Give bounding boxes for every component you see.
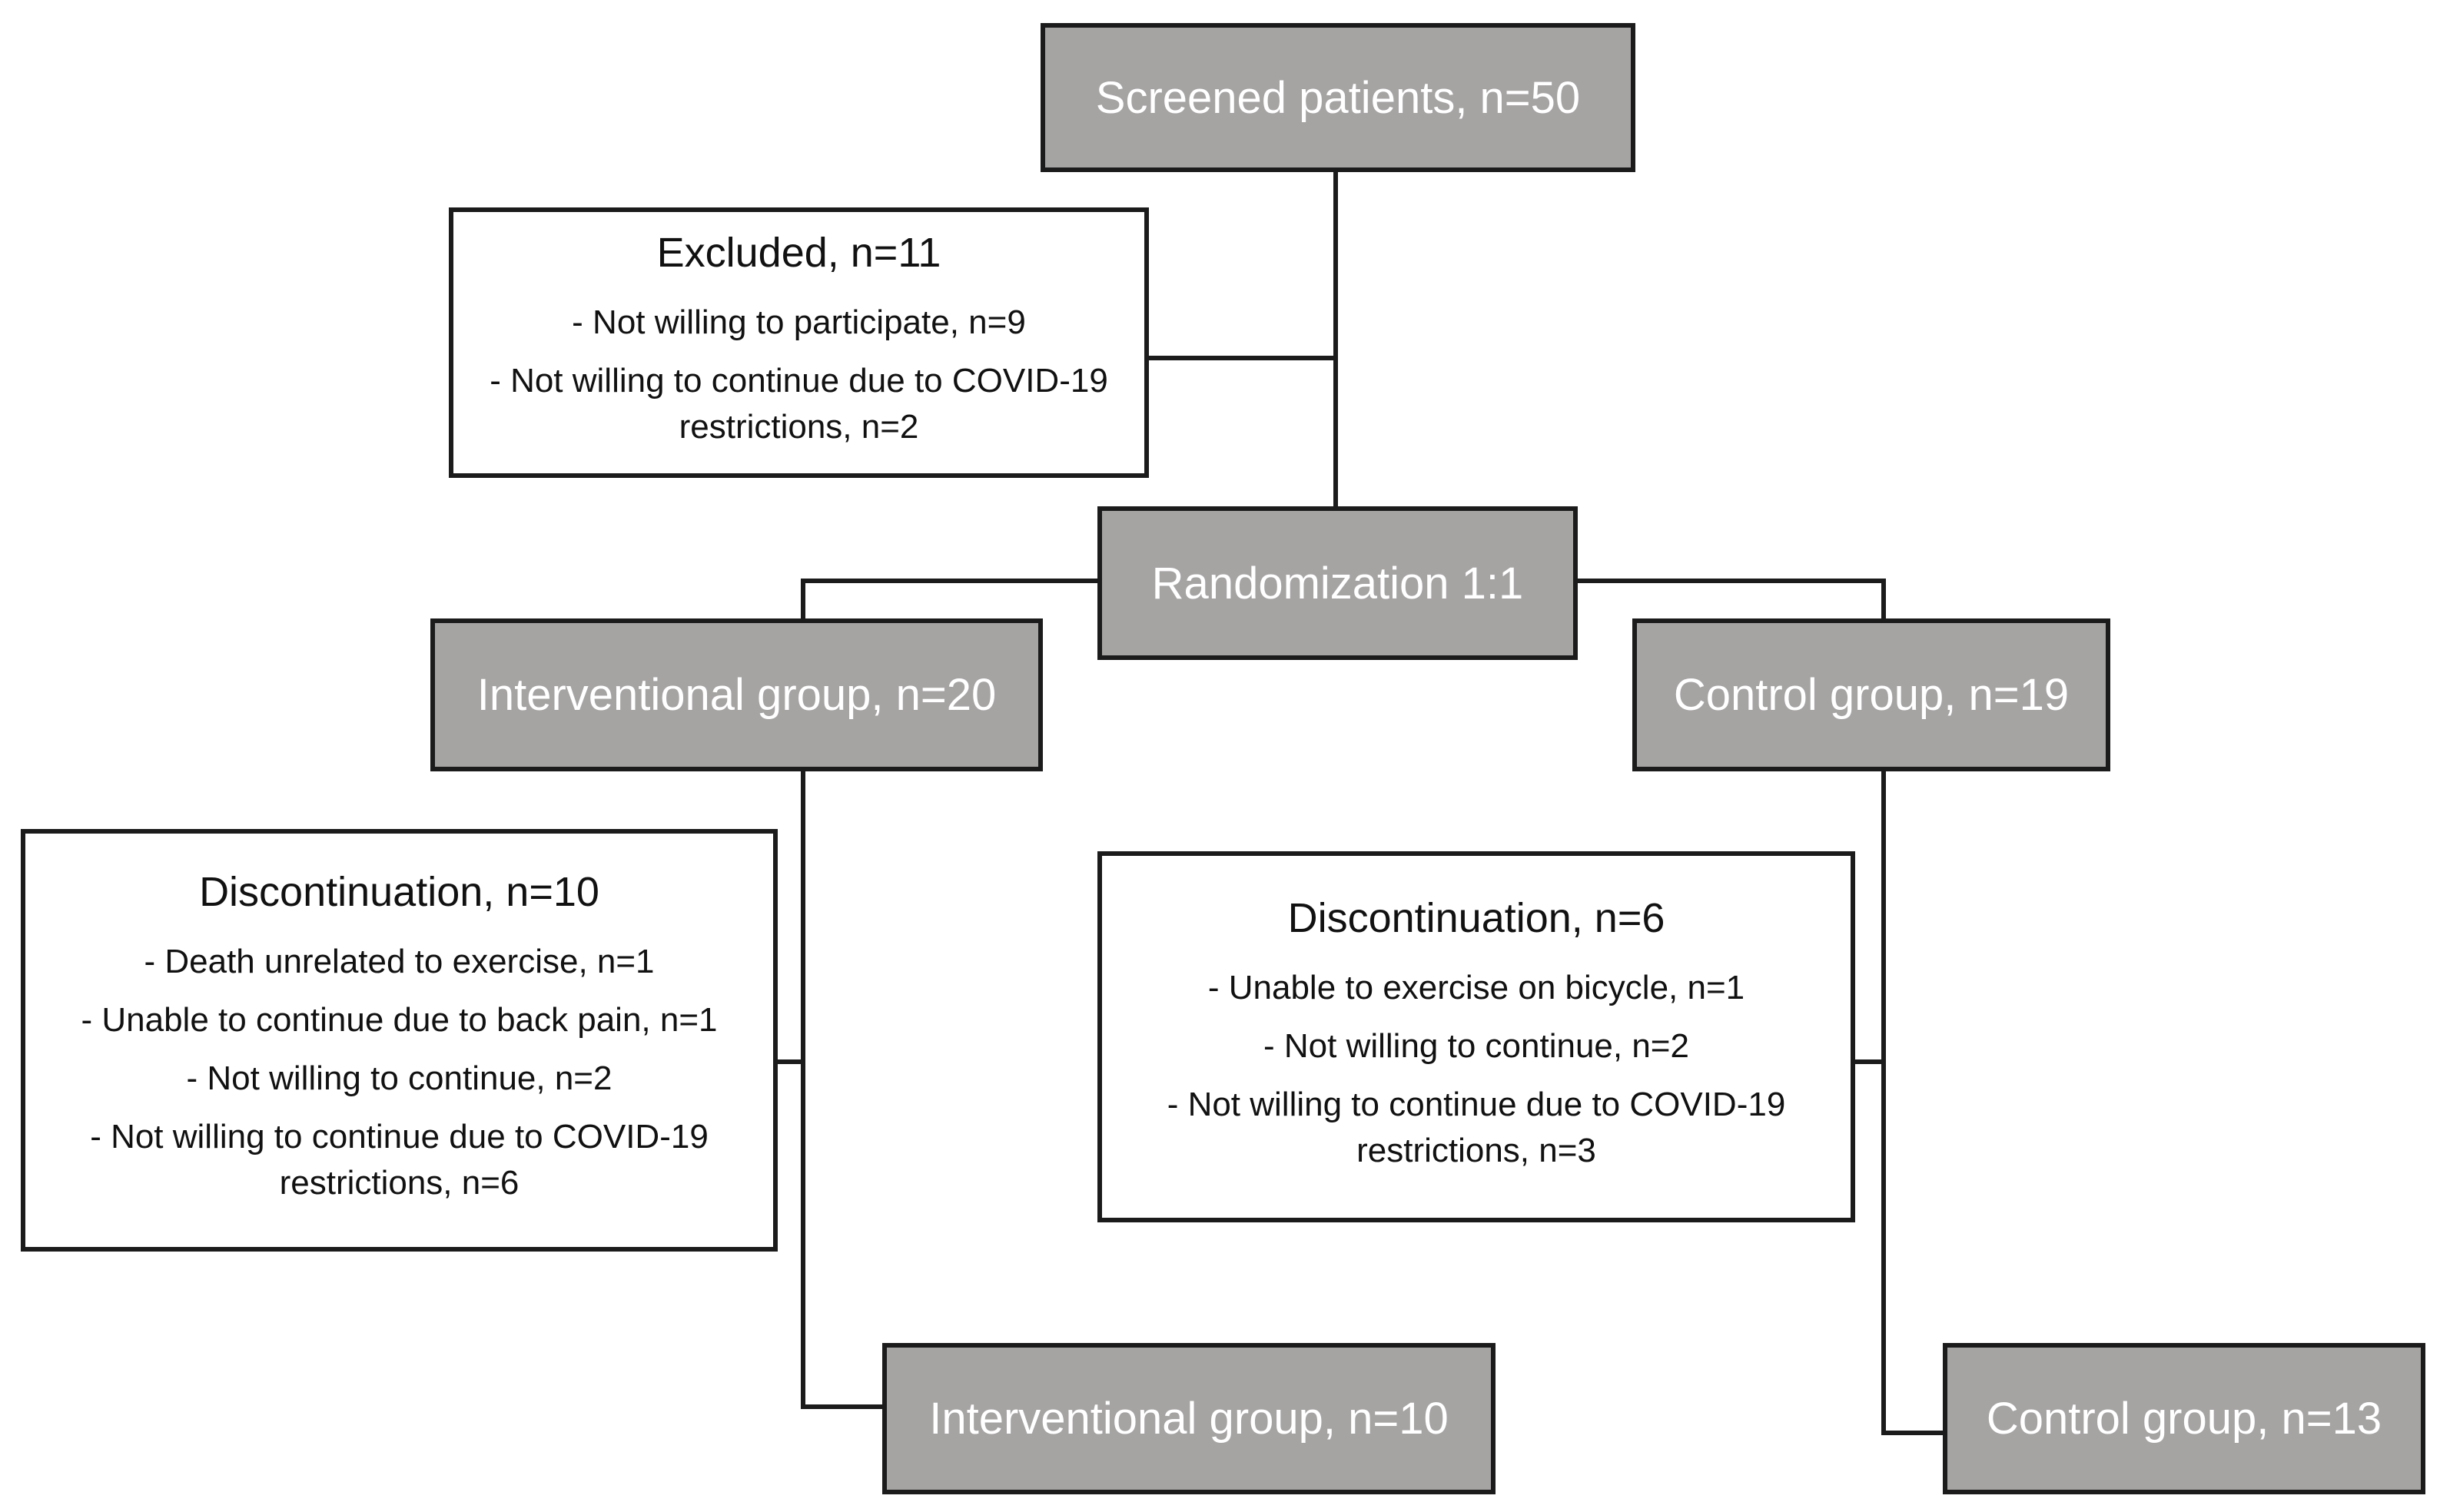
intervention-discontinuation-title: Discontinuation, n=10 xyxy=(199,869,599,915)
intervention-discontinuation-item: - Not willing to continue due to COVID-1… xyxy=(90,1118,709,1202)
excluded-item: - Not willing to participate, n=9 xyxy=(572,303,1026,341)
screened-patients-box: Screened patients, n=50 xyxy=(1041,23,1635,172)
control-final-box: Control group, n=13 xyxy=(1943,1343,2425,1494)
intervention-group-label: Interventional group, n=20 xyxy=(476,670,997,720)
randomization-box: Randomization 1:1 xyxy=(1097,506,1578,660)
intervention-group-box: Interventional group, n=20 xyxy=(430,618,1043,771)
intervention-discontinuation-item: - Death unrelated to exercise, n=1 xyxy=(144,943,655,980)
intervention-final-box: Interventional group, n=10 xyxy=(882,1343,1496,1494)
control-discontinuation-item: - Not willing to continue, n=2 xyxy=(1263,1026,1689,1065)
control-discontinuation-item: - Not willing to continue due to COVID-1… xyxy=(1167,1085,1786,1169)
screened-patients-label: Screened patients, n=50 xyxy=(1095,72,1581,123)
connector-randomization-intervention xyxy=(801,579,1100,621)
intervention-discontinuation-box: Discontinuation, n=10 - Death unrelated … xyxy=(21,829,778,1252)
control-discontinuation-title: Discontinuation, n=6 xyxy=(1287,894,1665,941)
intervention-final-label: Interventional group, n=10 xyxy=(929,1394,1449,1444)
control-discontinuation-box: Discontinuation, n=6 - Unable to exercis… xyxy=(1097,851,1855,1222)
intervention-discontinuation-item: - Unable to continue due to back pain, n… xyxy=(81,1001,718,1039)
excluded-item: - Not willing to continue due to COVID-1… xyxy=(490,362,1108,446)
intervention-discontinuation-item: - Not willing to continue, n=2 xyxy=(186,1059,612,1097)
randomization-label: Randomization 1:1 xyxy=(1151,558,1524,608)
control-group-label: Control group, n=19 xyxy=(1673,670,2070,720)
connector-randomization-control xyxy=(1575,579,1886,621)
control-group-box: Control group, n=19 xyxy=(1632,618,2110,771)
control-discontinuation-item: - Unable to exercise on bicycle, n=1 xyxy=(1207,968,1745,1006)
connector-intervention-final xyxy=(801,769,885,1409)
control-final-label: Control group, n=13 xyxy=(1986,1394,2382,1444)
excluded-box: Excluded, n=11 - Not willing to particip… xyxy=(449,207,1149,478)
connector-control-final xyxy=(1881,769,1945,1435)
excluded-title: Excluded, n=11 xyxy=(656,230,941,276)
